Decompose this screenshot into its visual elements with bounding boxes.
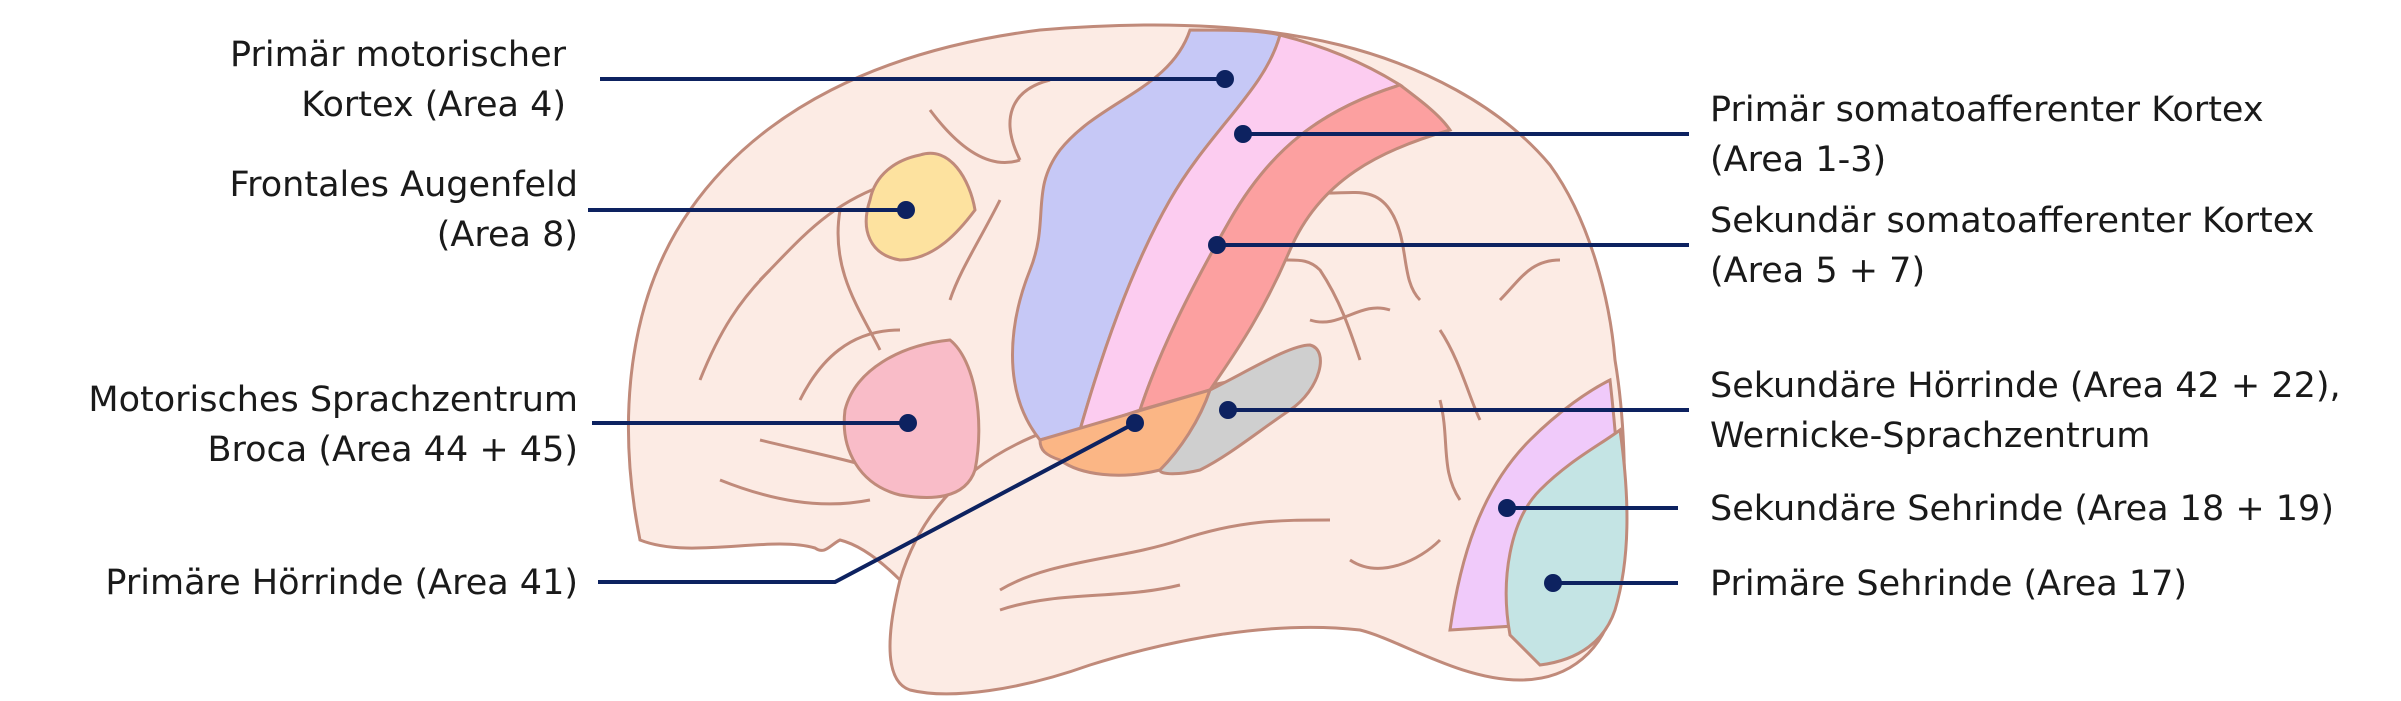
- dot-auditory-primary: [1126, 414, 1144, 432]
- region-visual-primary: [1504, 427, 1629, 667]
- label-visual-primary: Primäre Sehrinde (Area 17): [1710, 559, 2187, 609]
- label-motor-line2: Kortex (Area 4): [301, 85, 566, 125]
- dot-visual-primary: [1544, 574, 1562, 592]
- label-frontal-eye-field: Frontales Augenfeld (Area 8): [230, 160, 578, 260]
- label-frontal-eye-line1: Frontales Augenfeld: [229, 165, 578, 205]
- label-auditory-primary: Primäre Hörrinde (Area 41): [105, 558, 578, 608]
- label-somato-secondary-line2: (Area 5 + 7): [1710, 251, 1926, 291]
- label-motor-line1: Primär motorischer: [229, 35, 566, 75]
- pointer-dots: [897, 70, 1562, 592]
- label-broca-line2: Broca (Area 44 + 45): [207, 430, 579, 470]
- label-auditory-secondary-line2: Wernicke-Sprachzentrum: [1710, 416, 2151, 456]
- dot-broca: [899, 414, 917, 432]
- label-visual-primary-line1: Primäre Sehrinde (Area 17): [1710, 564, 2188, 604]
- dot-somato-primary: [1234, 125, 1252, 143]
- label-visual-secondary-line1: Sekundäre Sehrinde (Area 18 + 19): [1710, 489, 2334, 529]
- label-somato-secondary-line1: Sekundär somatoafferenter Kortex: [1710, 201, 2315, 241]
- label-somato-primary-line1: Primär somatoafferenter Kortex: [1710, 90, 2264, 130]
- pointer-auditory-primary: [598, 421, 1136, 584]
- label-broca-line1: Motorisches Sprachzentrum: [88, 380, 578, 420]
- label-visual-secondary: Sekundäre Sehrinde (Area 18 + 19): [1710, 484, 2334, 534]
- region-frontal-eye-field: [864, 151, 977, 262]
- pointer-lines: [588, 77, 1689, 585]
- dot-motor: [1216, 70, 1234, 88]
- label-auditory-secondary: Sekundäre Hörrinde (Area 42 + 22), Werni…: [1710, 361, 2341, 461]
- dot-auditory-secondary: [1219, 401, 1237, 419]
- dot-frontal-eye: [897, 201, 915, 219]
- label-motor-cortex: Primär motorischer Kortex (Area 4): [230, 30, 566, 130]
- label-broca: Motorisches Sprachzentrum Broca (Area 44…: [88, 375, 578, 475]
- label-somato-primary-line2: (Area 1-3): [1710, 140, 1887, 180]
- label-somatosensory-secondary: Sekundär somatoafferenter Kortex (Area 5…: [1710, 196, 2314, 296]
- label-somatosensory-primary: Primär somatoafferenter Kortex (Area 1-3…: [1710, 85, 2264, 185]
- label-frontal-eye-line2: (Area 8): [436, 215, 578, 255]
- dot-visual-secondary: [1498, 499, 1516, 517]
- label-auditory-primary-line1: Primäre Hörrinde (Area 41): [105, 563, 578, 603]
- dot-somato-secondary: [1208, 236, 1226, 254]
- label-auditory-secondary-line1: Sekundäre Hörrinde (Area 42 + 22),: [1710, 366, 2341, 406]
